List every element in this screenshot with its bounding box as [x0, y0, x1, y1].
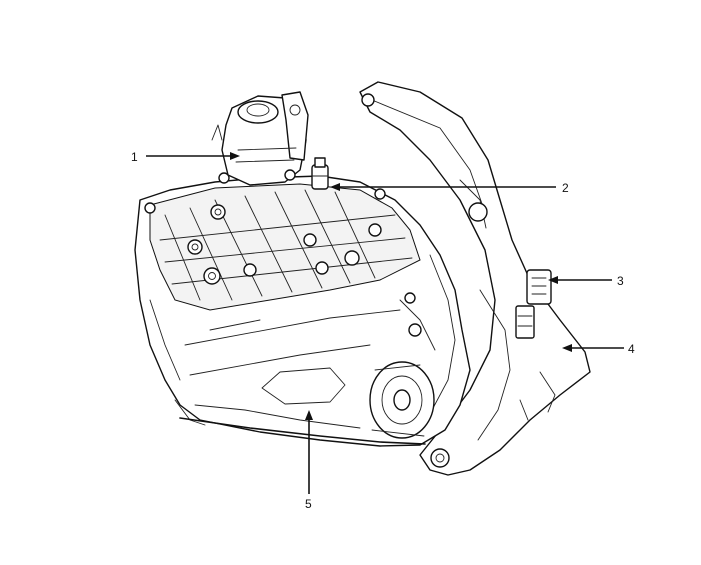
callout-labels: 1 2 3 4 5	[131, 150, 635, 511]
differential-flange	[369, 361, 435, 439]
callout-3-leader	[548, 276, 612, 284]
callout-leaders	[146, 152, 624, 494]
callout-4-leader	[562, 344, 624, 352]
callout-5-label: 5	[305, 497, 312, 511]
callout-3-label: 3	[617, 274, 624, 288]
bell-housing-details	[361, 93, 556, 468]
case-side-details	[149, 188, 436, 429]
deck-bolts	[144, 202, 382, 285]
callout-2-label: 2	[562, 181, 569, 195]
callout-4-label: 4	[628, 342, 635, 356]
oil-pan-edge	[179, 417, 426, 445]
speed-sensor-connector	[515, 269, 552, 339]
callout-2-leader	[330, 183, 556, 191]
reverse-lamp-switch	[311, 157, 329, 190]
bell-housing	[359, 81, 591, 476]
shift-control-housing	[211, 91, 309, 186]
deck-ribs	[159, 189, 413, 301]
callout-1-leader	[146, 152, 240, 160]
callout-1-label: 1	[131, 150, 138, 164]
transaxle-illustration	[134, 81, 591, 476]
callout-5-leader	[305, 410, 313, 494]
